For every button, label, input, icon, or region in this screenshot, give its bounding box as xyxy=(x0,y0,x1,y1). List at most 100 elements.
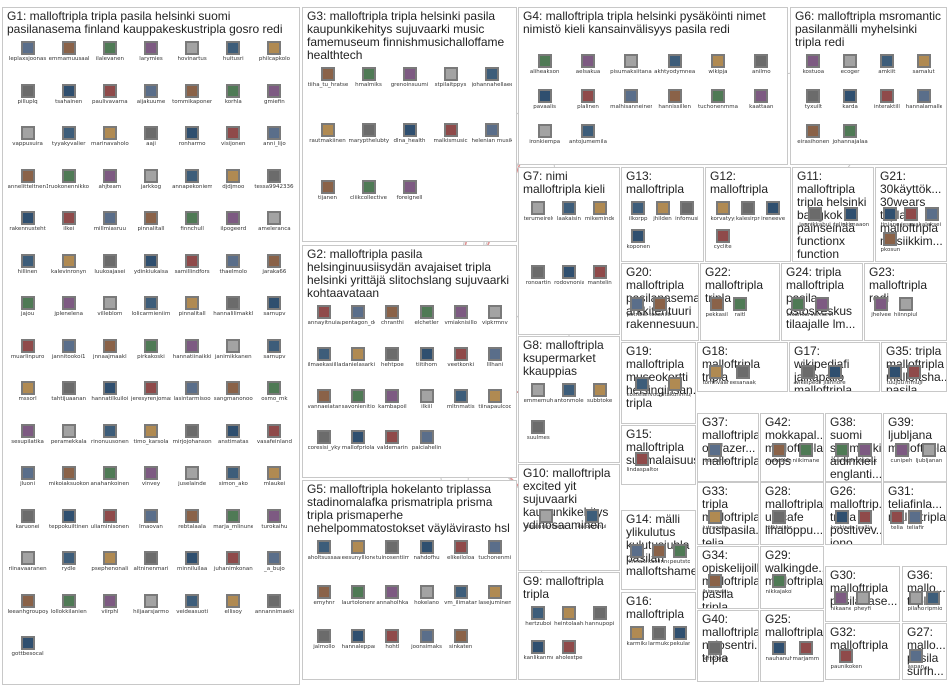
user-node[interactable] xyxy=(733,296,747,311)
user-node[interactable] xyxy=(20,593,35,608)
user-node[interactable] xyxy=(916,54,931,68)
user-node[interactable] xyxy=(144,126,158,141)
user-node[interactable] xyxy=(898,296,913,311)
user-node[interactable] xyxy=(798,443,813,458)
user-node[interactable] xyxy=(320,67,335,81)
user-node[interactable] xyxy=(20,211,35,226)
user-node[interactable] xyxy=(144,41,158,55)
user-node[interactable] xyxy=(185,168,200,183)
user-node[interactable] xyxy=(592,606,607,620)
user-node[interactable] xyxy=(320,179,335,194)
user-node[interactable] xyxy=(144,83,158,98)
user-node[interactable] xyxy=(226,211,241,226)
user-node[interactable] xyxy=(874,296,889,311)
user-node[interactable] xyxy=(679,201,694,215)
user-node[interactable] xyxy=(317,346,332,361)
user-node[interactable] xyxy=(629,626,644,640)
user-node[interactable] xyxy=(102,381,117,396)
user-node[interactable] xyxy=(185,296,200,311)
user-node[interactable] xyxy=(102,338,117,353)
user-node[interactable] xyxy=(708,365,723,379)
user-node[interactable] xyxy=(385,430,400,445)
user-node[interactable] xyxy=(531,640,546,654)
user-node[interactable] xyxy=(708,573,722,588)
user-node[interactable] xyxy=(351,629,366,644)
user-node[interactable] xyxy=(537,124,552,138)
user-node[interactable] xyxy=(419,430,434,445)
user-node[interactable] xyxy=(592,383,607,397)
user-node[interactable] xyxy=(385,388,400,403)
user-node[interactable] xyxy=(806,124,821,138)
user-node[interactable] xyxy=(624,54,639,68)
user-node[interactable] xyxy=(581,89,595,103)
user-node[interactable] xyxy=(484,123,499,138)
user-node[interactable] xyxy=(709,296,724,311)
user-node[interactable] xyxy=(741,201,755,215)
user-node[interactable] xyxy=(185,126,200,141)
user-node[interactable] xyxy=(711,89,725,103)
user-node[interactable] xyxy=(20,168,35,183)
user-node[interactable] xyxy=(592,201,607,215)
user-node[interactable] xyxy=(667,54,682,68)
user-node[interactable] xyxy=(226,41,241,55)
user-node[interactable] xyxy=(539,508,553,523)
user-node[interactable] xyxy=(806,54,821,68)
user-node[interactable] xyxy=(487,584,502,599)
user-node[interactable] xyxy=(144,423,158,438)
user-node[interactable] xyxy=(766,201,781,215)
user-node[interactable] xyxy=(20,466,35,481)
user-node[interactable] xyxy=(419,540,434,554)
user-node[interactable] xyxy=(487,346,502,361)
user-node[interactable] xyxy=(144,508,158,523)
user-node[interactable] xyxy=(843,54,858,68)
user-node[interactable] xyxy=(351,388,366,403)
user-node[interactable] xyxy=(798,641,813,656)
user-node[interactable] xyxy=(351,430,366,445)
user-node[interactable] xyxy=(800,365,815,379)
user-node[interactable] xyxy=(453,629,468,644)
user-node[interactable] xyxy=(20,381,35,396)
user-node[interactable] xyxy=(531,383,546,397)
user-node[interactable] xyxy=(883,231,898,246)
user-node[interactable] xyxy=(185,423,200,438)
user-node[interactable] xyxy=(267,41,282,55)
user-node[interactable] xyxy=(185,211,200,226)
user-node[interactable] xyxy=(419,629,434,644)
user-node[interactable] xyxy=(562,201,576,215)
user-node[interactable] xyxy=(631,228,646,243)
user-node[interactable] xyxy=(419,584,434,599)
user-node[interactable] xyxy=(226,508,241,523)
user-node[interactable] xyxy=(61,338,76,353)
user-node[interactable] xyxy=(61,168,76,183)
user-node[interactable] xyxy=(61,508,76,523)
user-node[interactable] xyxy=(317,629,332,644)
user-node[interactable] xyxy=(385,540,400,554)
user-node[interactable] xyxy=(226,551,241,566)
user-node[interactable] xyxy=(61,423,76,438)
user-node[interactable] xyxy=(361,123,376,138)
user-node[interactable] xyxy=(267,253,282,268)
user-node[interactable] xyxy=(185,41,200,55)
user-node[interactable] xyxy=(144,593,158,608)
user-node[interactable] xyxy=(267,296,282,311)
user-node[interactable] xyxy=(385,305,400,319)
user-node[interactable] xyxy=(715,201,730,215)
user-node[interactable] xyxy=(144,168,158,183)
user-node[interactable] xyxy=(715,228,730,243)
user-node[interactable] xyxy=(908,591,923,606)
user-node[interactable] xyxy=(926,591,941,606)
user-node[interactable] xyxy=(484,67,499,81)
user-node[interactable] xyxy=(20,253,35,268)
user-node[interactable] xyxy=(267,466,282,481)
user-node[interactable] xyxy=(531,420,546,434)
user-node[interactable] xyxy=(320,123,335,138)
user-node[interactable] xyxy=(226,423,241,438)
user-node[interactable] xyxy=(102,126,117,141)
user-node[interactable] xyxy=(453,346,468,361)
user-node[interactable] xyxy=(144,466,158,481)
user-node[interactable] xyxy=(531,265,546,279)
user-node[interactable] xyxy=(858,509,873,524)
user-node[interactable] xyxy=(267,338,282,353)
user-node[interactable] xyxy=(791,296,805,311)
user-node[interactable] xyxy=(879,54,894,68)
